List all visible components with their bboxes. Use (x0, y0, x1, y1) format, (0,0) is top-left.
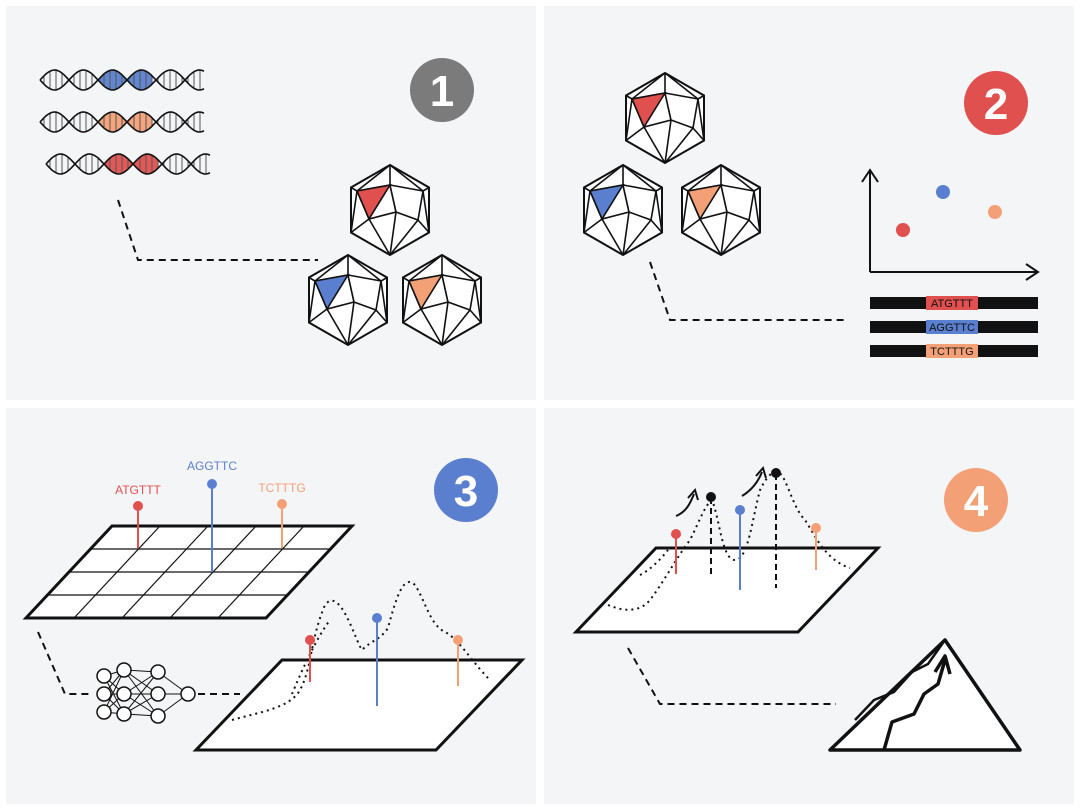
scatter-point (896, 223, 910, 237)
pin-head (453, 635, 463, 645)
connector-dashed (117, 199, 318, 261)
dna-helix (45, 153, 211, 175)
variant-pin (453, 635, 463, 686)
network-node (150, 686, 166, 702)
read-barcode-label: TCTTTG (930, 346, 973, 358)
sequence-pins-grid: ATGTTT AGGTTC TCTTTG (115, 459, 306, 572)
ascent-arrow (741, 471, 763, 497)
sequence-pins-landscape (305, 613, 463, 706)
scatter-point (988, 205, 1002, 219)
network-node (150, 664, 166, 680)
step-badge: 2 (964, 71, 1028, 135)
pin-label: AGGTTC (187, 459, 237, 473)
sequencing-read: AGGTTC (870, 320, 1038, 334)
connector-dashed (649, 261, 848, 321)
scatter-plot-icon (861, 168, 1040, 281)
icosahedron-capsid-icon (402, 254, 482, 346)
step-badge: 3 (434, 458, 498, 522)
variant-pin: ATGTTT (115, 483, 162, 548)
sequencing-read: ATGTTT (870, 296, 1038, 310)
variant-pin (735, 505, 745, 590)
capsid-mutation-highlight (407, 273, 444, 311)
icosahedron-capsid-icon (681, 164, 761, 256)
ascent-arrow (675, 493, 695, 517)
panel-4: 4 (572, 465, 1022, 752)
mountain-path-icon (828, 638, 1022, 752)
connector-dashed (627, 647, 836, 705)
network-node (96, 704, 112, 720)
variant-pin: TCTTTG (258, 481, 306, 548)
capsid-mutation-highlight (630, 91, 667, 129)
icosahedron-capsid-icon (308, 254, 388, 346)
pin-head (735, 505, 745, 515)
variant-pin (372, 613, 382, 706)
icosahedron-capsid-icon (350, 164, 430, 256)
dna-helix (39, 69, 205, 91)
pin-label: TCTTTG (258, 481, 305, 495)
network-node (116, 706, 132, 722)
peak-point (706, 492, 716, 502)
step-number: 4 (964, 477, 989, 526)
peak-point (771, 468, 781, 478)
pin-head (671, 529, 681, 539)
capsid-mutation-highlight (355, 183, 392, 221)
optimization-plane (572, 465, 882, 634)
network-node (116, 686, 132, 702)
read-barcode-label: AGGTTC (929, 322, 975, 334)
icosahedron-capsid-icon (625, 72, 705, 164)
fitness-landscape-plane (192, 581, 526, 752)
network-node (116, 662, 132, 678)
sequence-grid (22, 524, 356, 620)
variant-pin (811, 523, 821, 570)
sequencing-reads: ATGTTT AGGTTC TCTTTG (870, 296, 1038, 358)
capsid-mutation-highlight (588, 183, 625, 221)
pin-head (305, 635, 315, 645)
read-barcode-label: ATGTTT (931, 298, 973, 310)
pin-head (277, 499, 287, 509)
dna-variant-segment (104, 154, 158, 174)
step-number: 2 (984, 80, 1008, 129)
network-node (96, 686, 112, 702)
pin-head (133, 501, 143, 511)
dna-helix (39, 111, 205, 133)
variant-pin (305, 635, 315, 682)
panel-1: 1 (39, 58, 482, 346)
pin-head (811, 523, 821, 533)
scatter-point (936, 185, 950, 199)
capsid-mutation-highlight (313, 273, 350, 311)
variant-pin (671, 529, 681, 574)
step-number: 3 (454, 467, 478, 516)
icosahedron-capsid-icon (583, 164, 663, 256)
pin-head (207, 479, 217, 489)
network-node (96, 668, 112, 684)
step-badge: 4 (944, 468, 1008, 532)
neural-network-icon (96, 662, 196, 724)
step-badge: 1 (410, 58, 474, 122)
capsid-mutation-highlight (686, 183, 723, 221)
dna-variant-segment (98, 70, 152, 90)
panel-3: ATGTTT AGGTTC TCTTTG 3 (22, 458, 526, 752)
variant-pins (671, 505, 821, 590)
dna-variant-segment (98, 112, 152, 132)
network-node (150, 708, 166, 724)
connector-dashed (37, 631, 92, 695)
step-number: 1 (430, 67, 454, 116)
dna-helix-icon (39, 69, 211, 175)
sequencing-read: TCTTTG (870, 344, 1038, 358)
panel-2: ATGTTT AGGTTC TCTTTG 2 (583, 71, 1040, 358)
pin-head (372, 613, 382, 623)
variant-pin: AGGTTC (187, 459, 237, 572)
pin-label: ATGTTT (115, 483, 161, 497)
network-node (180, 686, 196, 702)
